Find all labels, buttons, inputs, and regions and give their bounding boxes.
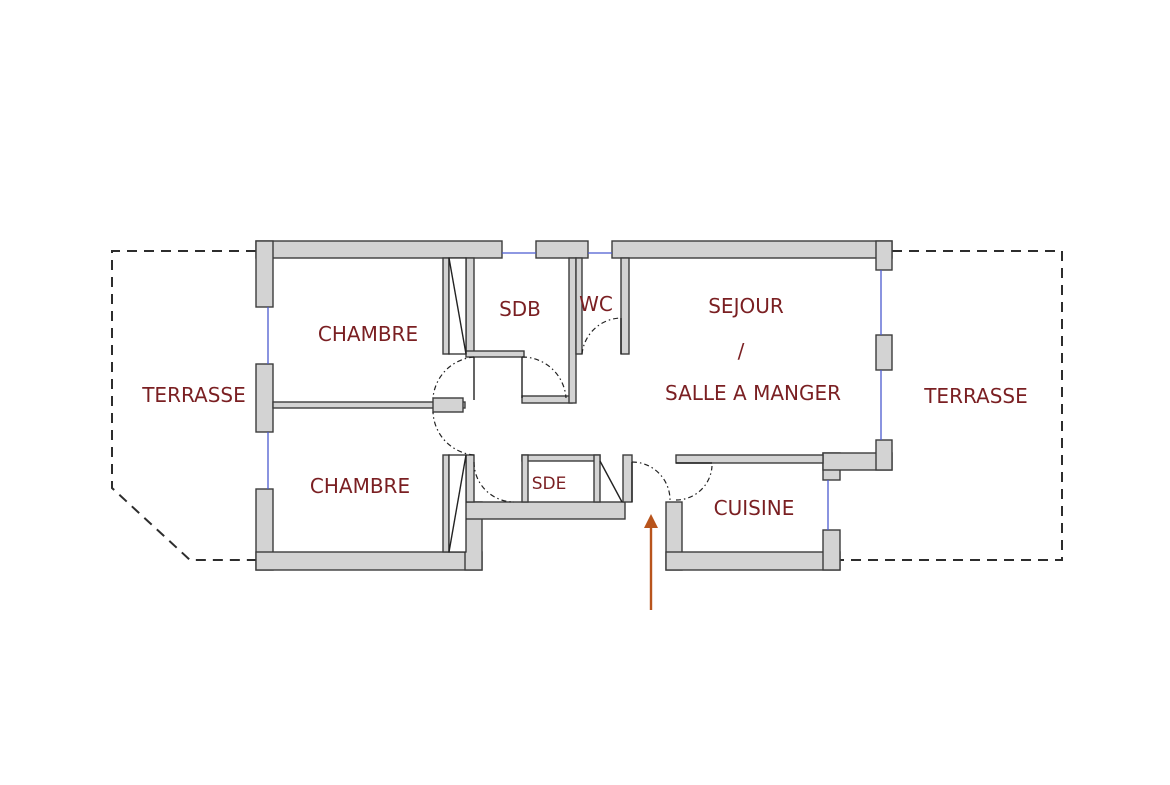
interior-walls xyxy=(272,257,824,553)
wardrobes xyxy=(448,257,623,553)
room-label-cuisine: CUISINE xyxy=(714,496,795,520)
terrace-left-outline xyxy=(111,250,256,561)
room-label-chambre-1: CHAMBRE xyxy=(318,322,418,346)
room-label-sde: SDE xyxy=(532,474,567,494)
room-label-wc: WC xyxy=(579,292,613,316)
entrance-arrow xyxy=(644,514,658,610)
room-label-sdb: SDB xyxy=(499,297,541,321)
room-label-sejour: SEJOUR xyxy=(708,294,784,318)
room-label-salle-a-manger: SALLE A MANGER xyxy=(665,381,841,405)
room-label-chambre-2: CHAMBRE xyxy=(310,474,410,498)
room-label-terrasse-right: TERRASSE xyxy=(923,384,1028,408)
terrace-right-outline xyxy=(840,250,1063,561)
room-label-separator: / xyxy=(738,339,745,363)
windows xyxy=(267,252,882,530)
door-swings xyxy=(432,317,713,503)
exterior-walls xyxy=(255,240,893,571)
room-label-terrasse-left: TERRASSE xyxy=(141,383,246,407)
